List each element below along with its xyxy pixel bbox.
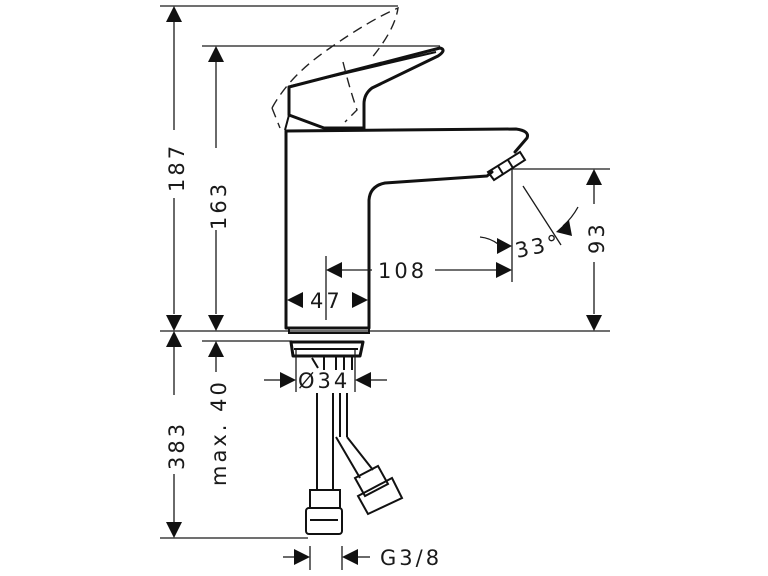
- dimension-383: 383: [165, 331, 189, 538]
- label-33-degrees: 33°: [513, 230, 563, 263]
- label-187: 187: [165, 143, 189, 192]
- dimension-187: 187: [165, 6, 189, 331]
- label-383: 383: [165, 421, 189, 470]
- faucet-body: [271, 6, 529, 535]
- label-47: 47: [310, 289, 343, 313]
- label-108: 108: [378, 259, 427, 283]
- label-163: 163: [207, 181, 231, 230]
- dimension-163: 163: [207, 46, 231, 331]
- dimension-108: 108: [325, 256, 512, 320]
- dimension-47: 47: [287, 289, 368, 313]
- supply-hoses: [305, 356, 404, 535]
- label-max-40: max. 40: [207, 379, 231, 486]
- dimension-diameter-34: Ø34: [264, 350, 387, 393]
- dimension-max-40: max. 40: [207, 341, 231, 486]
- dimension-angle-33: 33°: [479, 185, 579, 263]
- reference-lines: [160, 5, 610, 539]
- label-diameter-34: Ø34: [298, 369, 350, 393]
- dimension-93: 93: [585, 169, 609, 331]
- label-93: 93: [585, 221, 609, 254]
- aerator: [486, 150, 527, 182]
- dimension-g38: G3/8: [283, 546, 442, 570]
- label-g3-8: G3/8: [380, 546, 442, 570]
